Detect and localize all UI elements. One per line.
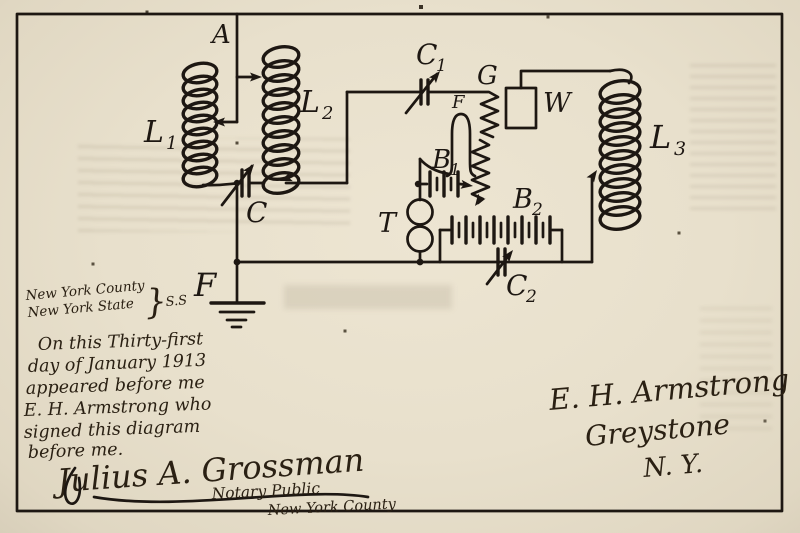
- telephone-t: [406, 198, 434, 264]
- label-f-filament: F: [451, 92, 466, 113]
- grid-tap-wire: [280, 90, 490, 185]
- signature-flourish: [92, 492, 370, 504]
- label-l3: L: [649, 118, 671, 156]
- label-b1-sub: 1: [450, 160, 460, 179]
- ground-symbol: [209, 184, 266, 329]
- label-l2-sub: 2: [321, 103, 333, 124]
- battery-b1: [416, 170, 473, 198]
- label-c: C: [246, 196, 267, 229]
- notary-venue: New York County New York State } S.S: [24, 278, 188, 323]
- label-l1-sub: 1: [166, 133, 177, 154]
- label-c1: C: [416, 38, 437, 71]
- label-t: T: [378, 208, 398, 239]
- attribution-place: Greystone: [584, 407, 732, 453]
- notary-title: Notary Public: [210, 479, 320, 503]
- label-b1: B: [431, 145, 451, 175]
- notary-statement: On this Thirty-first day of January 1913…: [22, 329, 211, 463]
- coil-l1: [181, 61, 243, 189]
- label-l3-sub: 3: [674, 138, 686, 160]
- label-b2-sub: 2: [531, 200, 543, 220]
- label-c2: C: [506, 269, 527, 302]
- label-c1-sub: 1: [436, 56, 447, 76]
- antenna-wire: [213, 12, 262, 127]
- label-b2: B: [512, 184, 533, 215]
- rheostat: [470, 138, 491, 206]
- border-frame: [15, 12, 784, 513]
- notary-county: New York County: [266, 496, 397, 519]
- label-a: A: [210, 20, 231, 50]
- label-c2-sub: 2: [525, 287, 537, 307]
- signature-flourish: [63, 466, 82, 505]
- attribution-signature: E. H. Armstrong Greystone N. Y.: [547, 362, 791, 484]
- attribution-state: N. Y.: [641, 449, 704, 484]
- capacitor-c2: [485, 247, 513, 286]
- label-l1: L: [143, 115, 164, 150]
- venue-ss: S.S: [165, 293, 188, 310]
- junction-dots: [233, 179, 424, 266]
- battery-b2: [438, 215, 564, 264]
- capacitor-c1: [404, 71, 440, 115]
- venue-brace: }: [143, 281, 168, 323]
- coil-l3: [586, 79, 642, 264]
- filament: [418, 112, 477, 202]
- label-l2: L: [299, 85, 320, 120]
- statement-line: before me.: [27, 440, 123, 463]
- label-g: G: [477, 61, 498, 91]
- attribution-name: E. H. Armstrong: [547, 362, 791, 417]
- label-f-ground: F: [193, 266, 218, 304]
- label-w: W: [543, 88, 573, 119]
- grid-electrode: [479, 90, 500, 139]
- coil-l2: [261, 44, 301, 196]
